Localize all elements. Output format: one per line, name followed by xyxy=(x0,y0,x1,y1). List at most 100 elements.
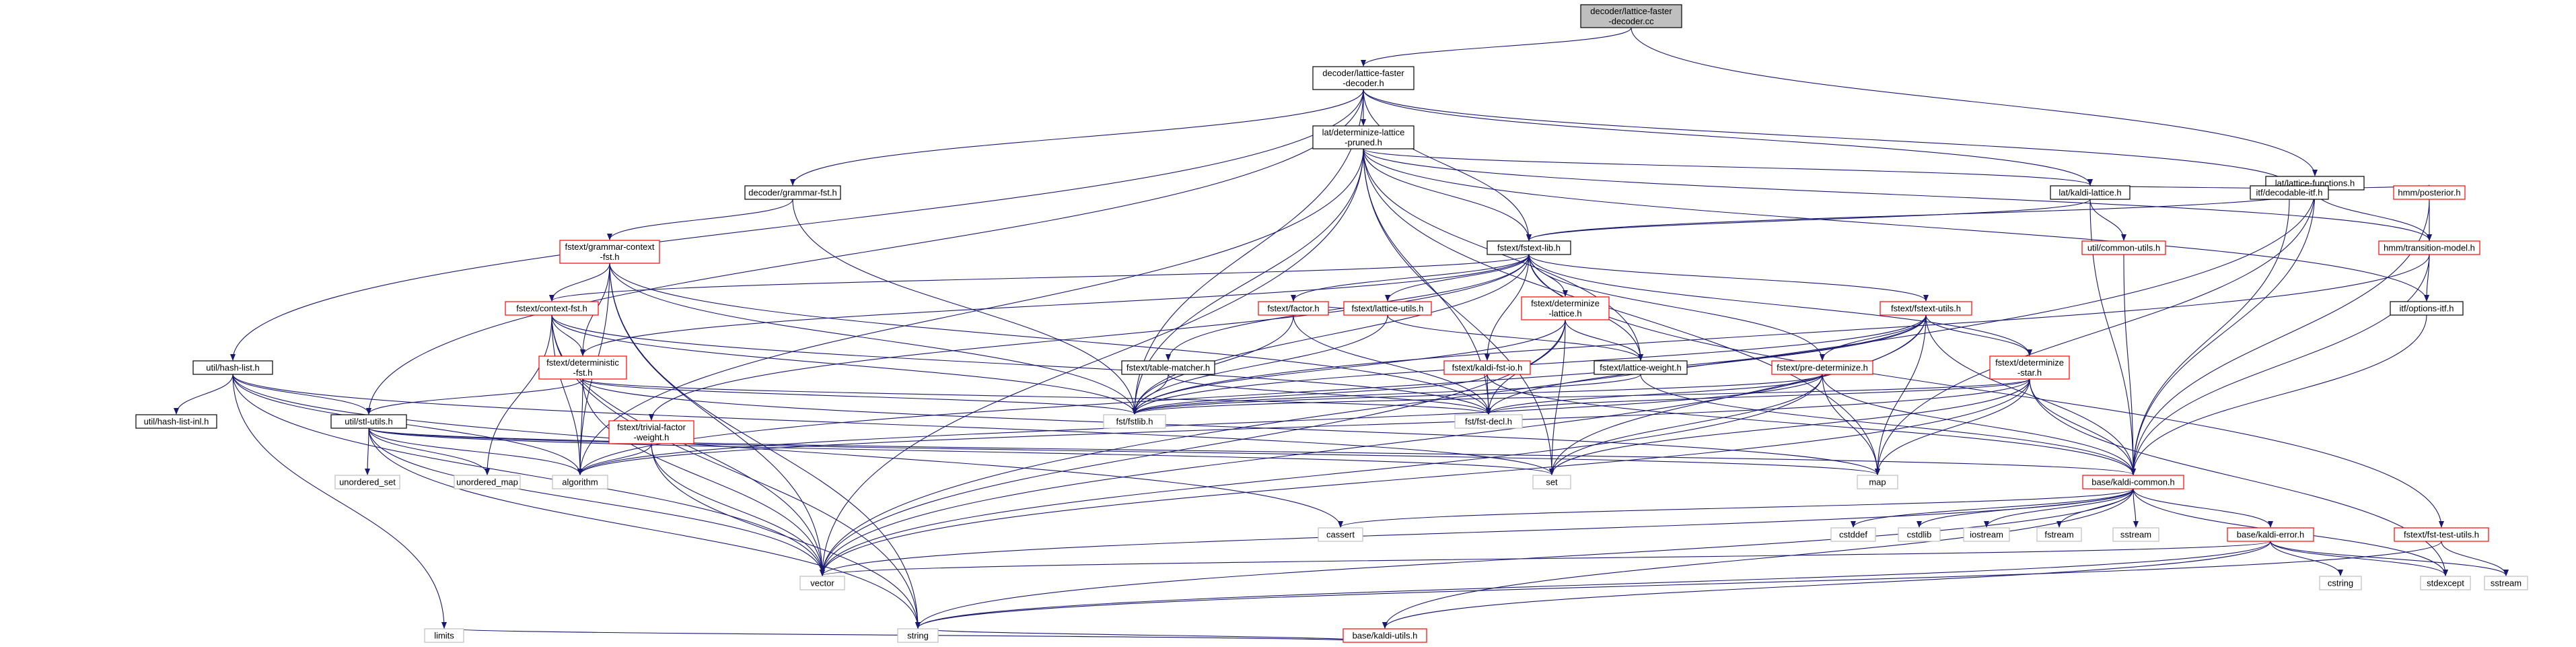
node-box xyxy=(192,360,273,375)
node-sstream-b[interactable]: sstream xyxy=(2112,527,2159,542)
node-hash-list-inl[interactable]: util/hash-list-inl.h xyxy=(135,414,217,429)
node-label: -pruned.h xyxy=(1345,137,1382,147)
edge-fstext_utils-to-pre_det xyxy=(1820,314,1927,361)
node-cassert[interactable]: cassert xyxy=(1318,527,1363,542)
node-vector[interactable]: vector xyxy=(799,576,845,590)
node-label: -star.h xyxy=(2017,368,2042,378)
node-grammar-fst[interactable]: decoder/grammar-fst.h xyxy=(744,185,841,200)
node-table-matcher[interactable]: fstext/table-matcher.h xyxy=(1121,360,1215,375)
node-label: fstext/context-fst.h xyxy=(516,304,587,314)
edge-det_star-to-fst_decl xyxy=(1486,378,2030,415)
edge-det_pruned-to-algorithm xyxy=(577,148,1364,475)
node-label: fstext/lattice-utils.h xyxy=(1352,304,1424,314)
node-det-pruned[interactable]: lat/determinize-lattice-pruned.h xyxy=(1312,125,1415,149)
node-hash-list[interactable]: util/hash-list.h xyxy=(192,360,273,375)
node-cstddef[interactable]: cstddef xyxy=(1830,527,1876,542)
edge-factor-to-fst_decl xyxy=(1293,314,1491,415)
edge-pre_det-to-kaldi_common xyxy=(1822,374,2136,475)
node-label: map xyxy=(1869,477,1886,487)
node-fstext-utils[interactable]: fstext/fstext-utils.h xyxy=(1880,301,1972,316)
node-root[interactable]: decoder/lattice-faster-decoder.cc xyxy=(1580,4,1682,28)
node-stdexcept[interactable]: stdexcept xyxy=(2420,576,2471,590)
node-stl-utils[interactable]: util/stl-utils.h xyxy=(330,414,407,429)
edge-hash_list-to-stl_utils xyxy=(232,374,371,415)
node-factor[interactable]: fstext/factor.h xyxy=(1258,301,1329,316)
edge-options_itf-to-kaldi_common xyxy=(2131,314,2427,475)
node-box xyxy=(1521,296,1610,320)
node-map[interactable]: map xyxy=(1857,475,1898,489)
node-box xyxy=(1898,527,1941,542)
node-string[interactable]: string xyxy=(897,628,939,643)
node-lattice-utils[interactable]: fstext/lattice-utils.h xyxy=(1343,301,1432,316)
node-fstream[interactable]: fstream xyxy=(2036,527,2082,542)
edge-hash_list-to-limits xyxy=(232,374,447,629)
node-kaldi-common[interactable]: base/kaldi-common.h xyxy=(2082,475,2184,489)
node-kaldi-error[interactable]: base/kaldi-error.h xyxy=(2227,527,2314,542)
edge-pre_det-to-algorithm xyxy=(577,374,1823,475)
edge-table_matcher-to-fst_decl xyxy=(1168,374,1491,415)
node-box xyxy=(1318,527,1363,542)
node-iostream[interactable]: iostream xyxy=(1963,527,2010,542)
node-grammar-ctx[interactable]: fstext/grammar-context-fst.h xyxy=(559,240,660,264)
node-cstdlib[interactable]: cstdlib xyxy=(1898,527,1941,542)
edge-det_star-to-kaldi_common xyxy=(2029,378,2136,475)
node-box xyxy=(2112,527,2159,542)
node-det-star[interactable]: fstext/determinize-star.h xyxy=(1989,355,2070,380)
node-box xyxy=(1580,4,1682,28)
node-fstext-lib[interactable]: fstext/fstext-lib.h xyxy=(1487,240,1571,255)
node-box xyxy=(1830,527,1876,542)
node-trans-model[interactable]: hmm/transition-model.h xyxy=(2378,240,2480,255)
node-kaldi-fst-io[interactable]: fstext/kaldi-fst-io.h xyxy=(1443,360,1531,375)
node-pre-det[interactable]: fstext/pre-determinize.h xyxy=(1771,360,1873,375)
node-label: stdexcept xyxy=(2427,578,2464,588)
node-posterior[interactable]: hmm/posterior.h xyxy=(2393,185,2466,200)
node-label: decoder/lattice-faster xyxy=(1590,6,1672,16)
edge-kaldi_lattice-to-common_utils xyxy=(2089,199,2126,241)
edge-deterministic_fst-to-stl_utils xyxy=(366,378,583,415)
node-lattice-weight[interactable]: fstext/lattice-weight.h xyxy=(1594,360,1688,375)
node-label: hmm/transition-model.h xyxy=(2384,243,2475,253)
node-box xyxy=(1857,475,1898,489)
node-unordered-set[interactable]: unordered_set xyxy=(334,475,400,489)
node-label: util/hash-list-inl.h xyxy=(144,417,209,427)
node-label: base/kaldi-utils.h xyxy=(1353,631,1418,641)
node-kaldi-lattice[interactable]: lat/kaldi-lattice.h xyxy=(2050,185,2131,200)
node-deterministic-fst[interactable]: fstext/deterministic-fst.h xyxy=(538,355,627,380)
node-fst-test-utils[interactable]: fstext/fst-test-utils.h xyxy=(2394,527,2489,542)
node-label: fstext/lattice-weight.h xyxy=(1600,363,1681,373)
node-box xyxy=(2420,576,2471,590)
node-common-utils[interactable]: util/common-utils.h xyxy=(2081,240,2166,255)
node-box xyxy=(799,576,845,590)
node-trivial-factor[interactable]: fstext/trivial-factor-weight.h xyxy=(608,420,694,444)
node-cstring[interactable]: cstring xyxy=(2319,576,2362,590)
node-label: fstext/determinize xyxy=(1531,298,1600,308)
node-fst-fstlib[interactable]: fst/fstlib.h xyxy=(1103,414,1166,429)
edge-lattice_weight-to-fst_fstlib xyxy=(1132,374,1641,415)
node-label: -fst.h xyxy=(573,368,593,378)
node-box xyxy=(1343,628,1427,643)
node-algorithm[interactable]: algorithm xyxy=(552,475,608,489)
edge-fstext_lib-to-det_star xyxy=(1528,254,2032,356)
node-fst-decl[interactable]: fst/fst-decl.h xyxy=(1454,414,1523,429)
edge-pre_det-to-set xyxy=(1549,374,1823,475)
edge-lfd_h-to-hash_list xyxy=(230,89,1364,361)
node-kaldi-utils[interactable]: base/kaldi-utils.h xyxy=(1343,628,1427,643)
node-label: base/kaldi-common.h xyxy=(2091,477,2175,487)
node-context-fst[interactable]: fstext/context-fst.h xyxy=(505,301,599,316)
node-label: sstream xyxy=(2120,530,2151,540)
node-decodable-itf[interactable]: itf/decodable-itf.h xyxy=(2250,185,2329,200)
node-limits[interactable]: limits xyxy=(424,628,464,643)
node-lfd-h[interactable]: decoder/lattice-faster-decoder.h xyxy=(1312,66,1415,90)
node-det-lattice[interactable]: fstext/determinize-lattice.h xyxy=(1521,296,1610,320)
node-label: fstext/pre-determinize.h xyxy=(1777,363,1868,373)
edge-kaldi_utils-to-string xyxy=(915,627,1386,643)
node-label: base/kaldi-error.h xyxy=(2237,530,2304,540)
node-set[interactable]: set xyxy=(1532,475,1571,489)
node-options-itf[interactable]: itf/options-itf.h xyxy=(2390,301,2464,316)
node-box xyxy=(2484,576,2528,590)
edge-stl_utils-to-vector xyxy=(368,428,825,576)
edge-fstext_lib-to-trivial_factor xyxy=(649,254,1530,421)
node-sstream[interactable]: sstream xyxy=(2484,576,2528,590)
edge-kaldi_error-to-cstring xyxy=(2270,541,2343,576)
node-unordered-map[interactable]: unordered_map xyxy=(454,475,521,489)
